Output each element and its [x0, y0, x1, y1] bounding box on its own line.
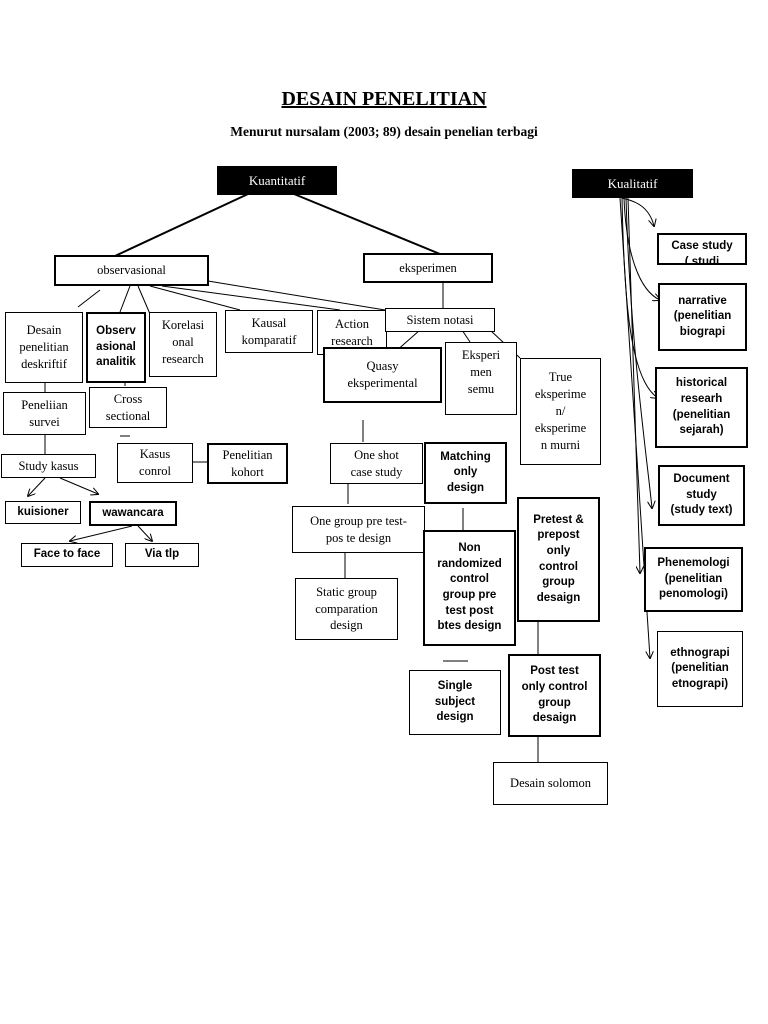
node-narrative: narrative (penelitian biograpi [658, 283, 747, 351]
node-kuisioner: kuisioner [5, 501, 81, 524]
node-penelitian-kohort: Penelitian kohort [207, 443, 288, 484]
node-desain-solomon: Desain solomon [493, 762, 608, 805]
node-phenemologi: Phenemologi (penelitian penomologi) [644, 547, 743, 612]
node-penelitian-survei: Peneliian survei [3, 392, 86, 435]
node-static-group-comparation: Static group comparation design [295, 578, 398, 640]
node-via-tlp: Via tlp [125, 543, 199, 567]
node-one-group-pre-test: One group pre test- pos te design [292, 506, 425, 553]
node-true-eksperimen: True eksperime n/ eksperime n murni [520, 358, 601, 465]
node-kuantitatif: Kuantitatif [217, 166, 337, 195]
node-posttest-only: Post test only control group desaign [508, 654, 601, 737]
node-korelasional: Korelasi onal research [149, 312, 217, 377]
node-case-study: Case study ( studi [657, 233, 747, 265]
node-historical-research: historical researh (penelitian sejarah) [655, 367, 748, 448]
node-single-subject-design: Single subject design [409, 670, 501, 735]
node-sistem-notasi: Sistem notasi [385, 308, 495, 332]
node-document-study: Document study (study text) [658, 465, 745, 526]
node-one-shot-case-study: One shot case study [330, 443, 423, 484]
node-observasional: observasional [54, 255, 209, 286]
node-kasus-kontrol: Kasus conrol [117, 443, 193, 483]
node-study-kasus: Study kasus [1, 454, 96, 478]
page-title: DESAIN PENELITIAN [281, 88, 487, 110]
node-desain-deskriptif: Desain penelitian deskriftif [5, 312, 83, 383]
node-quasy-eksperimental: Quasy eksperimental [323, 347, 442, 403]
node-kualitatif: Kualitatif [572, 169, 693, 198]
node-eksperimen-semu: Eksperi men semu [445, 342, 517, 415]
node-cross-sectional: Cross sectional [89, 387, 167, 428]
node-kausal-komparatif: Kausal komparatif [225, 310, 313, 353]
page-subtitle: Menurut nursalam (2003; 89) desain penel… [230, 124, 538, 139]
node-eksperimen: eksperimen [363, 253, 493, 283]
node-wawancara: wawancara [89, 501, 177, 526]
node-observasional-analitik: Observ asional analitik [86, 312, 146, 383]
node-matching-only-design: Matching only design [424, 442, 507, 504]
node-ethnograpi: ethnograpi (penelitian etnograpi) [657, 631, 743, 707]
node-non-randomized-control: Non randomized control group pre test po… [423, 530, 516, 646]
node-pretest-prepost: Pretest & prepost only control group des… [517, 497, 600, 622]
node-face-to-face: Face to face [21, 543, 113, 567]
